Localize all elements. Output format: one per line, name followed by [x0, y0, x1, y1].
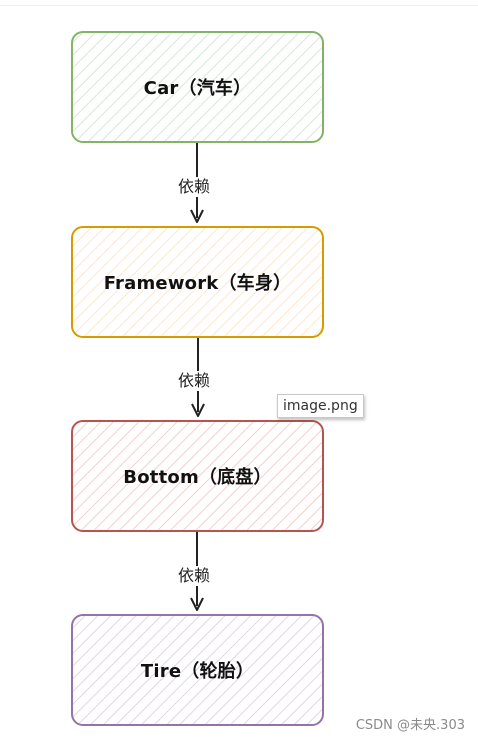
- node-bottom: Bottom（底盘）: [72, 421, 323, 531]
- edge-label-bottom-tire: 依赖: [176, 566, 213, 586]
- node-tire-label: Tire（轮胎）: [140, 661, 255, 682]
- image-tooltip: image.png: [277, 394, 364, 418]
- node-framework: Framework（车身）: [72, 227, 323, 337]
- node-framework-fill: [71, 226, 324, 338]
- node-bottom-label: Bottom（底盘）: [123, 467, 272, 488]
- node-tire: Tire（轮胎）: [72, 615, 323, 725]
- node-car: Car（汽车）: [72, 32, 323, 142]
- edge-label-car-framework: 依赖: [176, 177, 213, 197]
- edge-label-framework-bottom: 依赖: [176, 371, 213, 391]
- node-framework-label: Framework（车身）: [103, 273, 292, 294]
- node-tire-fill: [71, 614, 324, 726]
- node-car-label: Car（汽车）: [143, 78, 252, 99]
- node-car-fill: [71, 31, 324, 143]
- csdn-watermark: CSDN @未央.303: [355, 718, 465, 733]
- node-bottom-fill: [71, 420, 324, 532]
- top-divider: [0, 5, 478, 6]
